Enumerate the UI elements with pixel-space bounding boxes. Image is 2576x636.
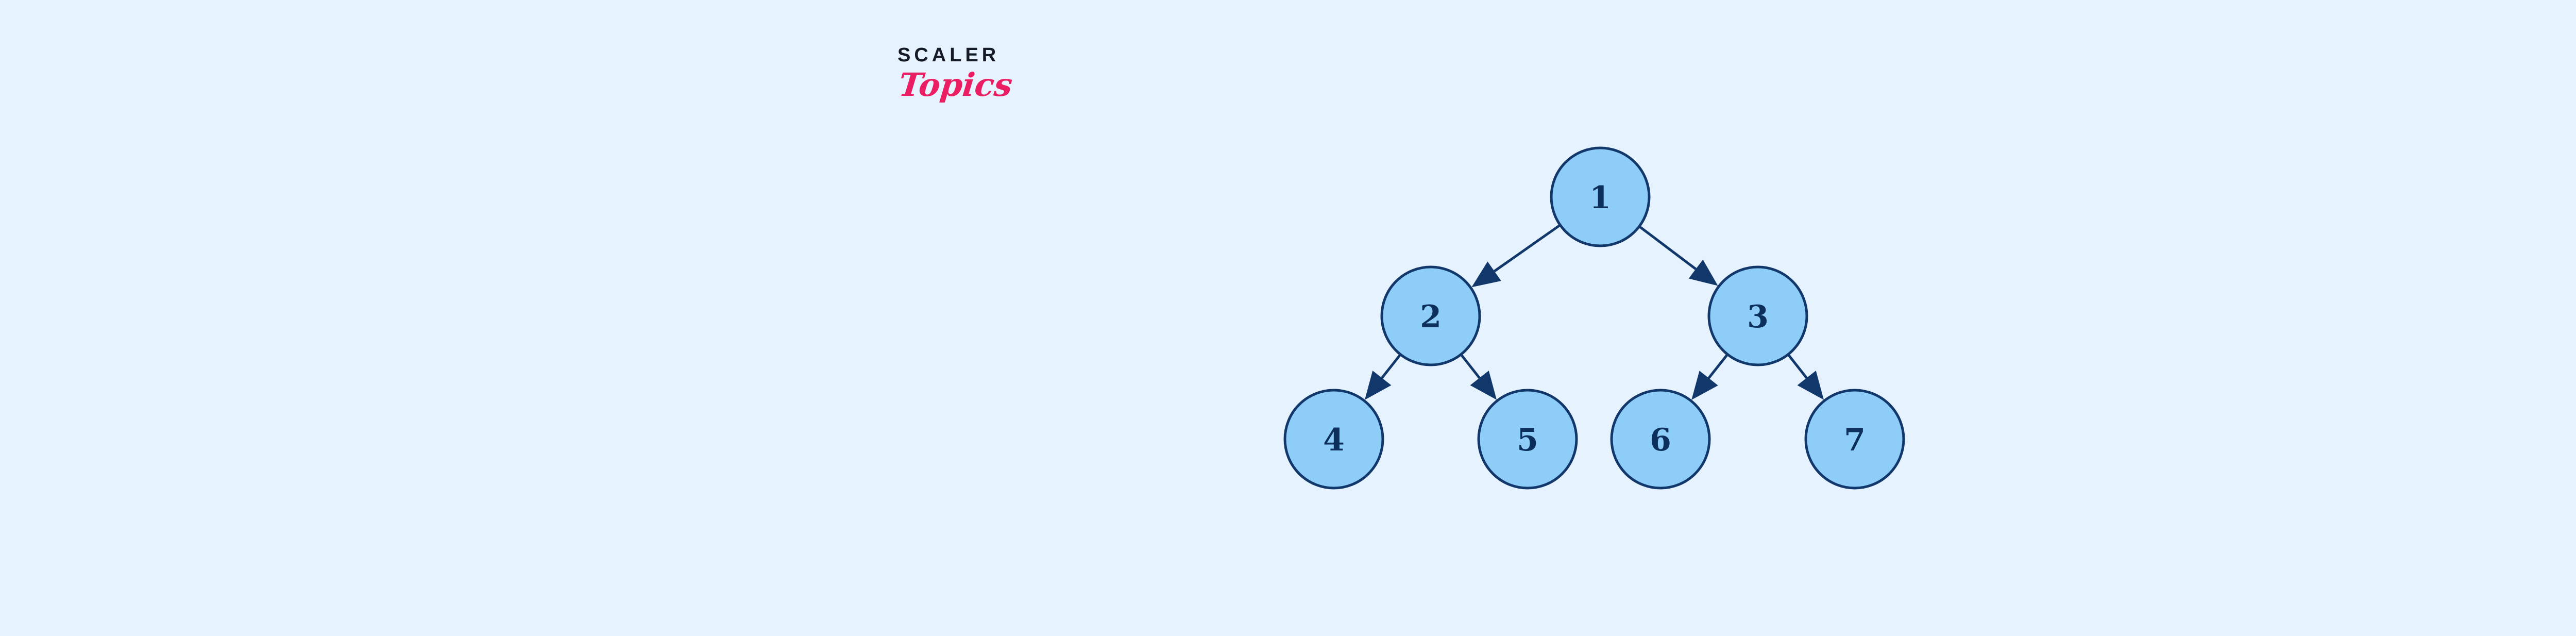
tree-edge-arrowhead [1797, 371, 1824, 400]
tree-edge-line [1494, 224, 1561, 273]
tree-edge-arrowhead [1470, 371, 1497, 400]
tree-node[interactable]: 7 [1804, 389, 1905, 490]
tree-edge-line [1639, 226, 1697, 271]
tree-node[interactable]: 6 [1610, 389, 1711, 490]
tree-edge-line [1707, 354, 1728, 379]
tree-node-circle[interactable] [1477, 389, 1578, 490]
node-layer: 1 2 3 4 5 6 7 [1283, 146, 1905, 490]
tree-edge-line [1461, 354, 1481, 379]
tree-node-label: 6 [1650, 422, 1671, 458]
tree-edge-arrowhead [1691, 371, 1718, 400]
tree-node-label: 3 [1747, 299, 1769, 335]
tree-edge-arrowhead [1364, 371, 1392, 400]
tree-edge-line [1788, 354, 1808, 379]
tree-node-circle[interactable] [1550, 146, 1651, 247]
tree-node-label: 2 [1420, 299, 1442, 335]
scaler-topics-logo: SCALER Topics [897, 45, 1021, 128]
logo-wordmark-scaler: SCALER [897, 44, 1000, 66]
tree-edge-line [1381, 354, 1401, 379]
tree-node[interactable]: 1 [1550, 146, 1651, 247]
tree-node[interactable]: 2 [1380, 265, 1481, 366]
edge-layer [1364, 224, 1824, 400]
tree-edge-arrowhead [1688, 259, 1718, 286]
tree-node-label: 4 [1323, 422, 1345, 458]
tree-node-circle[interactable] [1804, 389, 1905, 490]
tree-node-circle[interactable] [1707, 265, 1808, 366]
tree-edge-arrowhead [1471, 261, 1501, 288]
tree-node-label: 1 [1589, 180, 1611, 216]
tree-node-circle[interactable] [1380, 265, 1481, 366]
tree-node[interactable]: 5 [1477, 389, 1578, 490]
tree-node-circle[interactable] [1610, 389, 1711, 490]
tree-node-label: 5 [1517, 422, 1538, 458]
tree-node[interactable]: 4 [1283, 389, 1384, 490]
tree-node-circle[interactable] [1283, 389, 1384, 490]
tree-node[interactable]: 3 [1707, 265, 1808, 366]
tree-node-label: 7 [1844, 422, 1866, 458]
